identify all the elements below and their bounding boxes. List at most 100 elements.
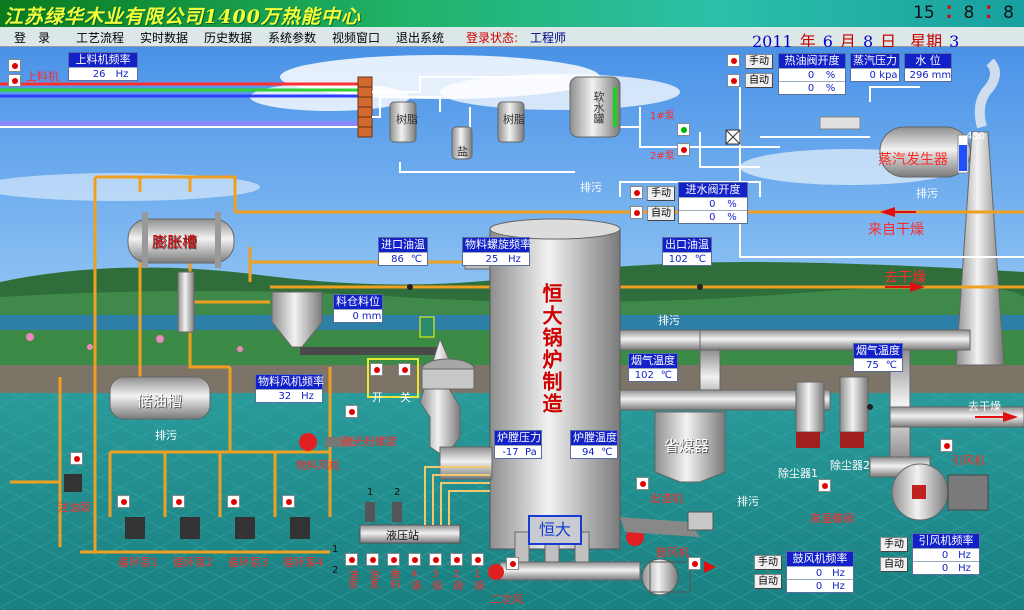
hyd-col-label: 2级 [451,569,462,590]
hi-temp-valve-label: 高温蝶阀 [810,512,854,525]
menu-exit-system[interactable]: 退出系统 [396,31,445,45]
sand-screw-led[interactable] [345,405,358,418]
date-month: 6 [822,32,833,51]
pump2-led[interactable] [677,143,690,156]
menu-realtime-data[interactable]: 实时数据 [140,31,189,45]
dust-collector-2-label: 除尘器2 [830,459,870,472]
circ-pump1-led[interactable] [117,495,130,508]
menu-login[interactable]: 登 录 [14,31,51,45]
hot-oil-valve-led[interactable] [727,74,740,87]
app-title: 江苏绿华木业有限公司1400万热能中心 [4,6,361,28]
menu-video-window[interactable]: 视频窗口 [332,31,381,45]
hyd-col-label: 油泵 [367,569,378,589]
flue-temp-panel-1: 烟气温度 102℃ [628,353,678,382]
resin-label-2: 树脂 [503,113,525,126]
inlet-valve-led[interactable] [630,206,643,219]
blower-led[interactable] [688,557,701,570]
hydraulic-station-label: 液压站 [386,529,419,542]
hi-temp-valve-led[interactable] [818,479,831,492]
inlet-valve-led[interactable] [630,186,643,199]
circ-pump-3-label: 循环泵3 [228,556,268,569]
clock-second: 8 [1003,3,1014,23]
secondary-fan-led[interactable] [506,557,519,570]
secondary-fan-label: 二次风 [490,593,523,606]
drain-label-1: 排污 [580,181,602,194]
soft-water-tank-label: 软水罐 [592,91,605,124]
steam-generator-label: 蒸汽发生器 [878,152,948,168]
drain-econ-label: 排污 [737,495,759,508]
hot-oil-manual-button[interactable]: 手动 [745,54,773,69]
hot-oil-auto-button[interactable]: 自动 [745,73,773,88]
feeder-status-led[interactable] [8,74,21,87]
oil-inject-pump-label: 注油泵 [58,501,91,514]
pump1-led[interactable] [677,123,690,136]
dust-collector-1-label: 除尘器1 [778,467,818,480]
material-fan-label: 物料风机 [296,459,340,472]
pump2-label: 2#泵 [650,151,675,162]
hydraulic-led-3[interactable] [387,553,400,566]
level-mark-label: 450 [966,131,986,142]
oil-inject-pump-led[interactable] [70,452,83,465]
inlet-valve-auto-button[interactable]: 自动 [647,206,675,221]
close-label: 关 [400,391,411,404]
blower-auto-button[interactable]: 自动 [754,574,782,589]
hydraulic-led-1[interactable] [345,553,358,566]
feeder-label: 上料机 [26,70,59,83]
from-dryer-label: 来自干燥 [868,222,924,238]
hydraulic-led-6[interactable] [450,553,463,566]
open-valve-led[interactable] [370,363,383,376]
hydraulic-led-2[interactable] [366,553,379,566]
feeder-status-led[interactable] [8,59,21,72]
inlet-valve-manual-button[interactable]: 手动 [647,186,675,201]
induced-fan-manual-button[interactable]: 手动 [880,537,908,552]
induced-fan-auto-button[interactable]: 自动 [880,557,908,572]
circ-pump-1-label: 循环泵1 [118,556,158,569]
menu-history-data[interactable]: 历史数据 [204,31,253,45]
slag-conveyor-led[interactable] [636,477,649,490]
blower-label: 鼓风机 [656,546,689,559]
login-state-label: 登录状态: [466,31,519,45]
menu-system-params[interactable]: 系统参数 [268,31,317,45]
menu-bar: 登 录 工艺流程 实时数据 历史数据 系统参数 视频窗口 退出系统 登录状态: … [0,27,1024,51]
menu-process-flow[interactable]: 工艺流程 [76,31,125,45]
hyd-num-2: 2 [394,487,401,498]
economizer-label: 省煤器 [664,437,710,455]
hydraulic-led-4[interactable] [408,553,421,566]
clock-separator: ⁚ [985,3,992,23]
circ-pump3-led[interactable] [227,495,240,508]
drain-air-label: 排污 [658,314,680,327]
clock-hour: 15 [913,3,935,23]
blower-manual-button[interactable]: 手动 [754,555,782,570]
salt-label: 盐 [457,145,468,158]
clock: 15 ⁚ 8 ⁚ 8 [913,3,1014,23]
inlet-oil-temp-panel: 进口油温 86℃ [378,237,428,266]
circ-pump2-led[interactable] [172,495,185,508]
date-weekday: 3 [949,32,960,51]
induced-fan-led[interactable] [940,439,953,452]
circ-pump4-led[interactable] [282,495,295,508]
hyd-num-3: 1 [332,544,339,555]
hydraulic-led-7[interactable] [471,553,484,566]
circ-pump-4-label: 循环泵4 [283,556,323,569]
hyd-col-label: 1级 [472,569,483,590]
date-year: 2011 [752,32,793,51]
title-bar: 江苏绿华木业有限公司1400万热能中心 15 ⁚ 8 ⁚ 8 [0,0,1024,28]
hot-oil-valve-led[interactable] [727,54,740,67]
drain-oil-label: 排污 [155,429,177,442]
circ-pump-2-label: 循环泵2 [173,556,213,569]
hydraulic-led-5[interactable] [429,553,442,566]
close-valve-led[interactable] [398,363,411,376]
pump1-label: 1#泵 [650,111,675,122]
to-dryer-label: 去干燥 [884,270,926,286]
furnace-temp-panel: 炉膛温度 94℃ [570,430,618,459]
hengda-badge: 恒大 [528,515,582,545]
